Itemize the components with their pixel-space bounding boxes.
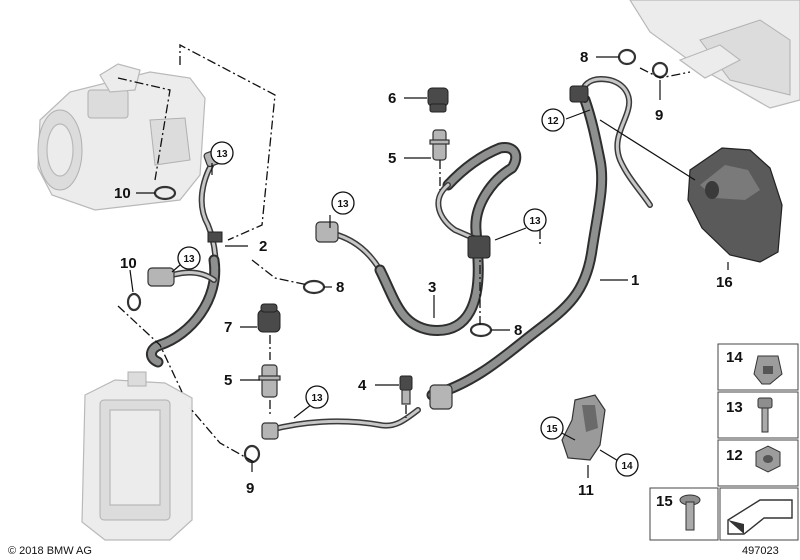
callout-6: 6 bbox=[388, 90, 396, 107]
callout-1: 1 bbox=[631, 272, 639, 289]
callout-9-bottom: 9 bbox=[246, 480, 254, 497]
legend-nut-14: 14 bbox=[717, 343, 799, 391]
callout-8-right: 8 bbox=[514, 322, 522, 339]
callout-13-compressor: 13 bbox=[210, 141, 234, 165]
callout-13-right: 13 bbox=[523, 208, 547, 232]
callout-10-upper: 10 bbox=[114, 185, 131, 202]
pressure-sensor-4 bbox=[399, 375, 413, 405]
legend-label-13: 13 bbox=[726, 399, 743, 416]
callout-8-top: 8 bbox=[580, 49, 588, 66]
compressor-ghost bbox=[37, 63, 206, 211]
legend-label-15: 15 bbox=[656, 493, 673, 510]
service-valve-cap-6 bbox=[427, 87, 449, 113]
evaporator-ghost bbox=[629, 0, 800, 109]
service-valve-cap-7 bbox=[257, 303, 281, 333]
callout-9-top: 9 bbox=[655, 107, 663, 124]
callout-15: 15 bbox=[540, 416, 564, 440]
callout-2: 2 bbox=[259, 238, 267, 255]
o-ring-10-lower bbox=[126, 292, 142, 312]
service-valve-5-upper bbox=[429, 129, 450, 161]
legend-label-14: 14 bbox=[726, 349, 743, 366]
o-ring-8-top bbox=[617, 48, 637, 66]
svg-text:12: 12 bbox=[547, 116, 559, 127]
condenser-ghost bbox=[81, 371, 193, 541]
callout-13-center: 13 bbox=[331, 191, 355, 215]
callout-7: 7 bbox=[224, 319, 232, 336]
callout-16: 16 bbox=[716, 274, 733, 291]
svg-text:13: 13 bbox=[183, 254, 195, 265]
o-ring-9-bottom bbox=[243, 444, 261, 464]
callout-11: 11 bbox=[578, 482, 594, 499]
o-ring-8-center bbox=[302, 279, 326, 295]
service-valve-5-lower bbox=[258, 364, 281, 398]
callout-8-center: 8 bbox=[336, 279, 344, 296]
callout-5-upper: 5 bbox=[388, 150, 396, 167]
legend-screw-15: 15 bbox=[649, 487, 719, 541]
o-ring-8-right bbox=[469, 322, 493, 338]
svg-text:13: 13 bbox=[529, 216, 541, 227]
svg-text:13: 13 bbox=[337, 199, 349, 210]
callout-10-lower: 10 bbox=[120, 255, 137, 272]
o-ring-9-top bbox=[651, 61, 669, 79]
hose-1-assembly bbox=[261, 76, 653, 440]
svg-text:13: 13 bbox=[216, 149, 228, 160]
assembly-dash-lines bbox=[117, 43, 691, 463]
svg-text:14: 14 bbox=[621, 461, 633, 472]
hose-3-assembly bbox=[315, 142, 522, 336]
callout-5-lower: 5 bbox=[224, 372, 232, 389]
diagram-number: 497023 bbox=[742, 545, 779, 557]
legend-nut-12: 12 bbox=[717, 439, 799, 487]
copyright-text: © 2018 BMW AG bbox=[8, 545, 92, 557]
callout-12: 12 bbox=[541, 108, 565, 132]
callout-3: 3 bbox=[428, 279, 436, 296]
legend-screw-13: 13 bbox=[717, 391, 799, 439]
callout-13-lower: 13 bbox=[305, 385, 329, 409]
callout-4: 4 bbox=[358, 377, 367, 394]
legend-label-12: 12 bbox=[726, 447, 743, 464]
legend-direction-arrow bbox=[719, 487, 799, 541]
svg-text:15: 15 bbox=[546, 424, 558, 435]
bracket-11 bbox=[561, 394, 606, 461]
svg-text:13: 13 bbox=[311, 393, 323, 404]
expansion-valve-insulation bbox=[687, 147, 783, 263]
callout-14: 14 bbox=[615, 453, 639, 477]
callout-13-condenser: 13 bbox=[177, 246, 201, 270]
